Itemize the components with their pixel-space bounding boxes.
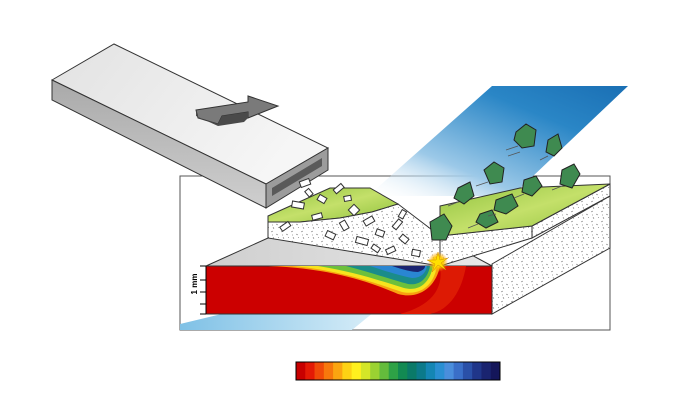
colorbar-segment bbox=[416, 362, 427, 380]
beam-lower bbox=[180, 312, 374, 330]
colorbar-segment bbox=[472, 362, 482, 380]
colorbar-segment bbox=[388, 362, 399, 380]
colorbar-segment bbox=[351, 362, 362, 380]
colorbar-segment bbox=[360, 362, 371, 380]
colorbar-segment bbox=[333, 362, 343, 380]
laser-spark bbox=[426, 251, 449, 273]
colorbar-segment bbox=[407, 362, 417, 380]
colorbar-segment bbox=[314, 362, 325, 380]
colorbar-segment bbox=[342, 362, 353, 380]
colorbar-segment bbox=[379, 362, 390, 380]
colorbar-segment bbox=[481, 362, 492, 380]
nozzle bbox=[50, 43, 330, 209]
coating-left-remnant-face bbox=[267, 203, 441, 267]
nozzle-outlet bbox=[272, 158, 322, 196]
colorbar-segment bbox=[453, 362, 464, 380]
colorbar-segment bbox=[398, 362, 408, 380]
beam-upper bbox=[368, 86, 628, 196]
temperature-colorbar-frame bbox=[295, 361, 501, 381]
colorbar-segment bbox=[490, 362, 501, 380]
colorbar-segment bbox=[425, 362, 436, 380]
colorbar-segment bbox=[305, 362, 315, 380]
colorbar-segment bbox=[435, 362, 445, 380]
heat-affected-zone bbox=[268, 266, 466, 314]
debris-particles bbox=[279, 177, 422, 258]
colorbar-segment bbox=[444, 362, 455, 380]
colorbar-segment bbox=[323, 362, 334, 380]
scale-bar bbox=[200, 265, 207, 315]
colorbar-segment bbox=[296, 362, 306, 380]
colorbar-segment bbox=[462, 362, 473, 380]
colorbar-segment bbox=[370, 362, 380, 380]
scale-bar-label: 1 mm bbox=[190, 274, 199, 295]
coating-flakes bbox=[429, 123, 581, 241]
temperature-colorbar bbox=[296, 362, 501, 380]
flake-motion-lines bbox=[447, 145, 563, 229]
direction-arrow-icon bbox=[195, 95, 280, 126]
